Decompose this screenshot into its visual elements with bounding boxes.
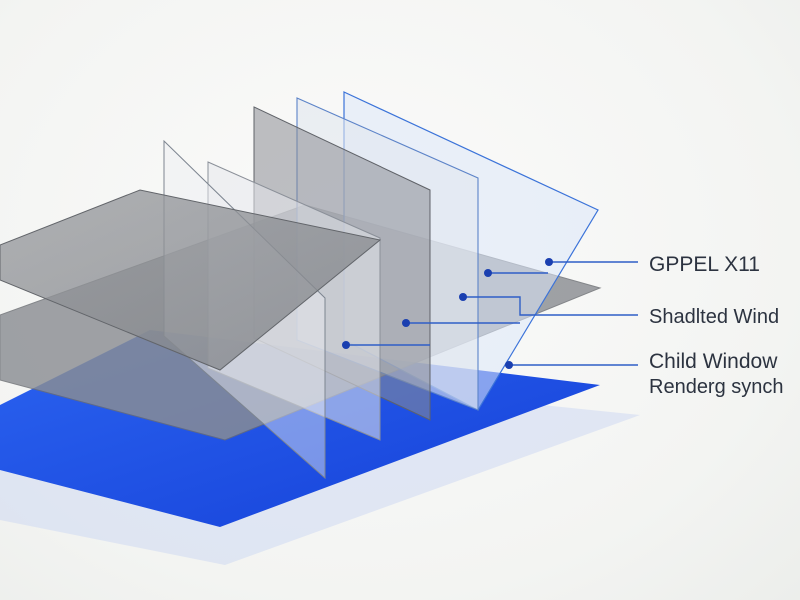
callout-markers [342,258,553,369]
marker-dot-3 [459,293,467,301]
marker-dot-4 [402,319,410,327]
marker-dot-5 [342,341,350,349]
callout-label-rendering-sync: Renderg synch [649,376,784,398]
callout-lines [346,261,638,366]
callout-line-3 [463,296,638,316]
callout-label-child-window: Child Window [649,350,778,373]
marker-dot-2 [484,269,492,277]
callout-label-gppel-x11: GPPEL X11 [649,253,760,276]
callout-label-shadowed-window: Shadlted Wind [649,306,780,328]
top-gray-plane [0,189,382,371]
marker-dot-1 [545,258,553,266]
marker-dot-6 [505,361,513,369]
